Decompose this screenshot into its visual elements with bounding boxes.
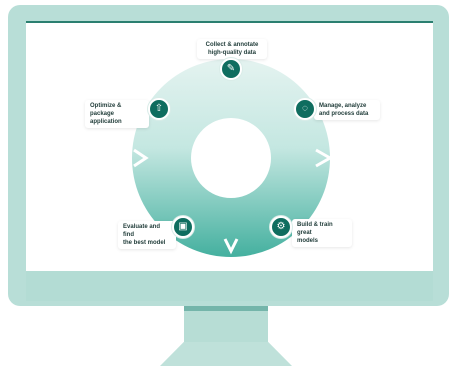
tag-icon: ✎ — [220, 58, 242, 80]
step-label-optimize: Optimize & package application — [85, 100, 149, 128]
package-icon: ⇧ — [148, 98, 170, 120]
monitor-base — [160, 342, 292, 366]
monitor-neck — [184, 306, 268, 342]
step-label-evaluate: Evaluate and find the best model — [118, 221, 176, 249]
step-label-build: Build & train great models — [292, 219, 352, 247]
evaluate-icon: ▣ — [172, 216, 194, 238]
model-icon: ⚙ — [270, 216, 292, 238]
step-label-manage: Manage, analyze and process data — [314, 100, 380, 120]
data-icon: ◌ — [294, 98, 316, 120]
step-label-collect: Collect & annotate high-quality data — [197, 39, 267, 59]
monitor-chin — [26, 271, 433, 301]
